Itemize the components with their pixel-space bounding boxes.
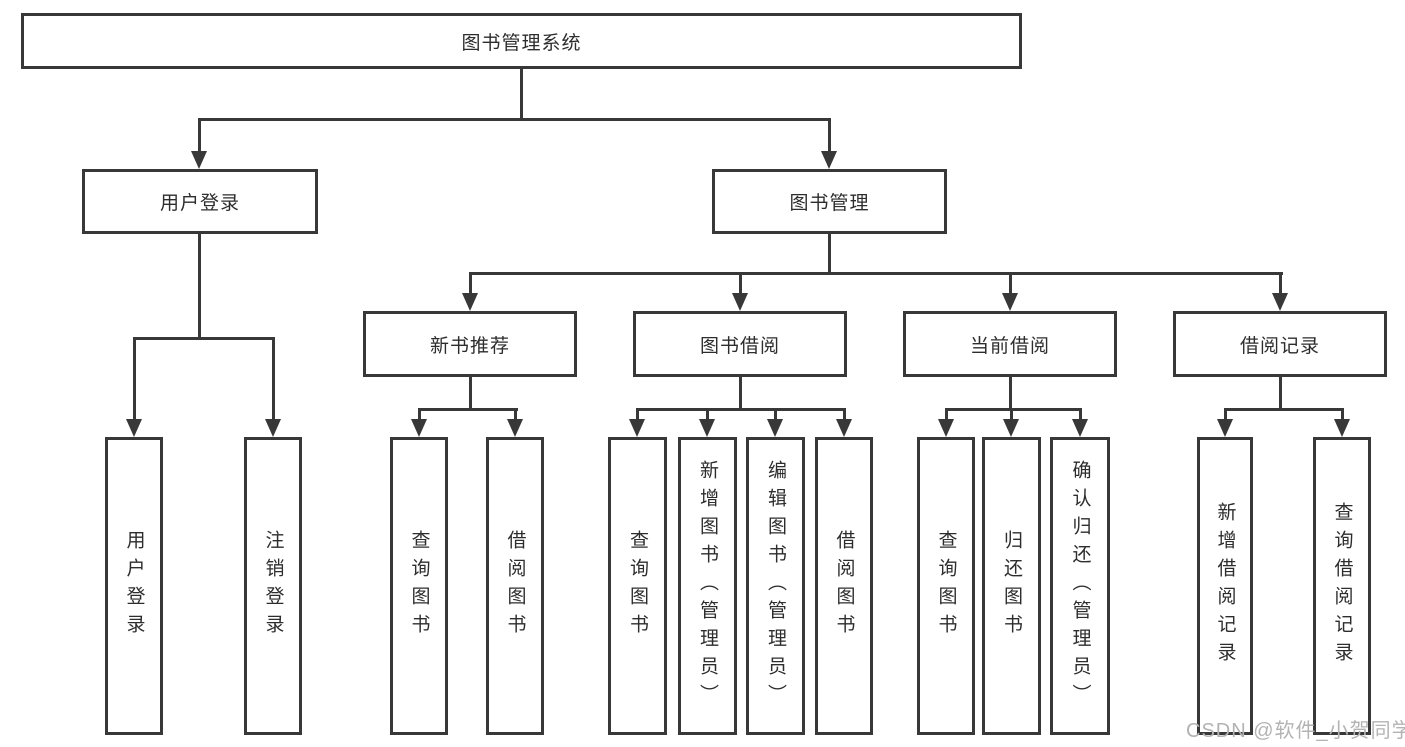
- connector-line: [1279, 377, 1282, 408]
- leaf-confirm-return-admin: 确认归还（管理员）: [1050, 437, 1110, 735]
- leaf-borrow-books: 借阅图书: [815, 437, 873, 735]
- node-new-book-recommend: 新书推荐: [363, 311, 577, 377]
- node-label: 图书管理系统: [461, 32, 582, 54]
- arrowhead-down-icon: [462, 293, 478, 311]
- connector-line: [469, 272, 1283, 275]
- arrowhead-down-icon: [1272, 293, 1288, 311]
- connector-line: [945, 408, 1082, 411]
- leaf-logout: 注销登录: [244, 437, 302, 735]
- connector-line: [272, 337, 275, 419]
- connector-line: [828, 234, 831, 272]
- leaf-add-borrow-record: 新增借阅记录: [1197, 437, 1253, 735]
- connector-line: [1224, 408, 1227, 420]
- leaf-label: 编辑图书（管理员）: [765, 460, 786, 712]
- arrowhead-down-icon: [1072, 419, 1088, 437]
- connector-line: [1009, 272, 1012, 293]
- connector-line: [739, 377, 742, 408]
- connector-line: [198, 234, 201, 337]
- arrowhead-down-icon: [1003, 419, 1019, 437]
- arrowhead-down-icon: [821, 151, 837, 169]
- arrowhead-down-icon: [732, 293, 748, 311]
- leaf-label: 用户登录: [123, 530, 145, 642]
- arrowhead-down-icon: [836, 419, 852, 437]
- connector-line: [469, 272, 472, 293]
- connector-line: [1079, 408, 1082, 420]
- connector-line: [198, 118, 201, 152]
- leaf-query-books-borrowing: 查询图书: [608, 437, 667, 735]
- arrowhead-down-icon: [507, 419, 523, 437]
- leaf-label: 查询图书: [935, 530, 957, 642]
- leaf-user-login: 用户登录: [105, 437, 163, 735]
- connector-line: [520, 69, 523, 118]
- arrowhead-down-icon: [767, 419, 783, 437]
- connector-line: [1341, 408, 1344, 420]
- node-label: 新书推荐: [429, 335, 510, 357]
- connector-line: [198, 118, 831, 121]
- arrowhead-down-icon: [126, 419, 142, 437]
- leaf-label: 注销登录: [262, 530, 284, 642]
- leaf-add-books-admin: 新增图书（管理员）: [678, 437, 737, 735]
- connector-line: [418, 408, 518, 411]
- connector-line: [1279, 272, 1282, 293]
- connector-line: [828, 118, 831, 152]
- arrowhead-down-icon: [1217, 419, 1233, 437]
- node-label: 图书借阅: [699, 335, 780, 357]
- node-book-management: 图书管理: [712, 169, 947, 234]
- leaf-query-borrow-record: 查询借阅记录: [1313, 437, 1371, 735]
- node-root-library-system: 图书管理系统: [21, 13, 1022, 69]
- arrowhead-down-icon: [699, 419, 715, 437]
- connector-line: [1224, 408, 1344, 411]
- arrowhead-down-icon: [265, 419, 281, 437]
- node-borrow-records: 借阅记录: [1173, 311, 1387, 377]
- leaf-edit-books-admin: 编辑图书（管理员）: [746, 437, 805, 735]
- node-label: 借阅记录: [1239, 335, 1320, 357]
- connector-line: [1010, 408, 1013, 420]
- leaf-label: 借阅图书: [504, 530, 526, 642]
- arrowhead-down-icon: [1334, 419, 1350, 437]
- node-current-borrowing: 当前借阅: [903, 311, 1117, 377]
- leaf-label: 查询借阅记录: [1331, 502, 1353, 670]
- node-label: 当前借阅: [969, 335, 1050, 357]
- connector-line: [514, 408, 517, 420]
- leaf-return-books: 归还图书: [982, 437, 1041, 735]
- arrowhead-down-icon: [1002, 293, 1018, 311]
- arrowhead-down-icon: [191, 151, 207, 169]
- connector-line: [133, 337, 136, 419]
- node-label: 图书管理: [789, 193, 870, 214]
- connector-line: [133, 337, 275, 340]
- arrowhead-down-icon: [629, 419, 645, 437]
- leaf-label: 借阅图书: [833, 530, 855, 642]
- leaf-query-books-recommend: 查询图书: [390, 437, 448, 735]
- connector-line: [636, 408, 639, 420]
- node-user-login: 用户登录: [82, 169, 318, 234]
- connector-line: [945, 408, 948, 420]
- leaf-label: 新增图书（管理员）: [697, 460, 718, 712]
- leaf-borrow-books-recommend: 借阅图书: [486, 437, 544, 735]
- connector-line: [469, 377, 472, 408]
- connector-line: [636, 408, 846, 411]
- leaf-label: 归还图书: [1001, 530, 1022, 642]
- leaf-label: 查询图书: [408, 530, 430, 642]
- connector-line: [739, 272, 742, 293]
- arrowhead-down-icon: [411, 419, 427, 437]
- leaf-label: 确认归还（管理员）: [1069, 460, 1091, 712]
- connector-line: [418, 408, 421, 420]
- connector-line: [706, 408, 709, 420]
- arrowhead-down-icon: [938, 419, 954, 437]
- connector-line: [774, 408, 777, 420]
- connector-line: [843, 408, 846, 420]
- connector-line: [1009, 377, 1012, 408]
- leaf-label: 新增借阅记录: [1214, 502, 1236, 670]
- leaf-label: 查询图书: [627, 530, 648, 642]
- csdn-watermark: CSDN @软件_小贺同学: [1186, 720, 1405, 742]
- leaf-query-books-current: 查询图书: [917, 437, 975, 735]
- node-book-borrowing: 图书借阅: [633, 311, 847, 377]
- node-label: 用户登录: [159, 193, 240, 214]
